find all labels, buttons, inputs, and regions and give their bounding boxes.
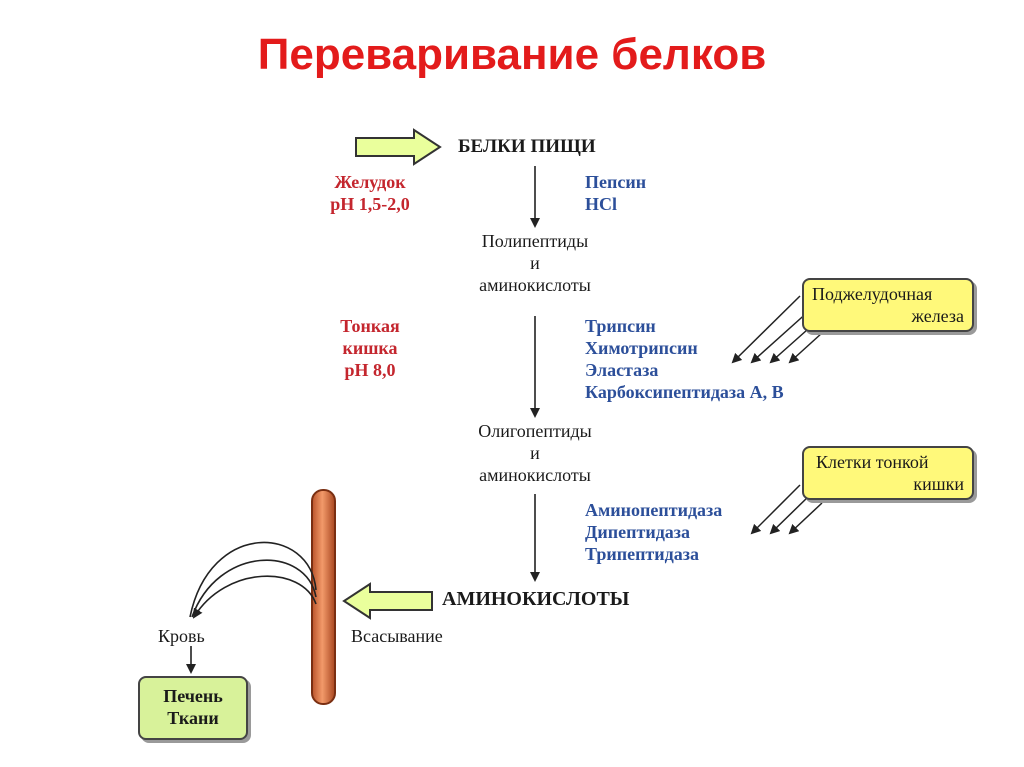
node-polypeptides-line-2: и	[530, 253, 540, 273]
node-oligopeptides-line-3: аминокислоты	[479, 465, 591, 485]
input-arrow	[355, 128, 442, 166]
absorption-arrow	[342, 582, 433, 620]
intestinal-cells-label-2: кишки	[913, 474, 964, 494]
absorption-label: Всасывание	[351, 626, 443, 646]
destination-tissues: Ткани	[167, 708, 219, 728]
enzyme-dipeptidase: Дипептидаза	[585, 522, 691, 542]
pancreatic-enzymes: Трипсин Химотрипсин Эластаза Карбоксипеп…	[585, 315, 784, 403]
enzyme-elastase: Эластаза	[585, 360, 659, 380]
intestinal-cells-label-1: Клетки тонкой	[816, 452, 929, 472]
pancreas-label-1: Поджелудочная	[812, 284, 933, 304]
destination-box: Печень Ткани	[138, 676, 248, 740]
stomach-label: Желудок	[334, 172, 406, 192]
enzyme-tripeptidase: Трипептидаза	[585, 544, 699, 564]
small-intestine-location: Тонкая кишка pH 8,0	[300, 315, 440, 381]
transport-arcs	[189, 541, 317, 619]
node-oligopeptides: Олигопептиды и аминокислоты	[455, 420, 615, 486]
destination-liver: Печень	[163, 686, 223, 706]
page-title: Переваривание белков	[257, 30, 767, 79]
small-intestine-ph: pH 8,0	[344, 360, 396, 380]
node-food-proteins: БЕЛКИ ПИЩИ	[458, 136, 596, 157]
stomach-agents: Пепсин HCl	[585, 171, 646, 215]
pancreas-label-2: железа	[911, 306, 964, 326]
agent-hcl: HCl	[585, 194, 618, 214]
intestinal-cells-box: Клетки тонкой кишки	[802, 446, 974, 500]
node-polypeptides-line-1: Полипептиды	[481, 231, 589, 251]
small-intestine-label-2: кишка	[342, 338, 398, 358]
stomach-location: Желудок pH 1,5-2,0	[300, 171, 440, 215]
stomach-ph: pH 1,5-2,0	[330, 194, 410, 214]
pancreas-box: Поджелудочная железа	[802, 278, 974, 332]
enzyme-trypsin: Трипсин	[585, 316, 656, 336]
node-oligopeptides-line-2: и	[530, 443, 540, 463]
enzyme-chymotrypsin: Химотрипсин	[585, 338, 698, 358]
intestinal-enzymes: Аминопептидаза Дипептидаза Трипептидаза	[585, 499, 722, 565]
intestinal-cells-arrows	[750, 484, 823, 535]
enzyme-aminopeptidase: Аминопептидаза	[585, 500, 723, 520]
node-polypeptides: Полипептиды и аминокислоты	[455, 230, 615, 296]
agent-pepsin: Пепсин	[585, 172, 647, 192]
node-amino-acids: АМИНОКИСЛОТЫ	[442, 588, 630, 610]
node-oligopeptides-line-1: Олигопептиды	[478, 421, 592, 441]
enzyme-carboxypeptidase: Карбоксипептидаза А, В	[585, 382, 784, 402]
blood-label: Кровь	[158, 626, 205, 646]
pancreas-arrows	[731, 295, 823, 364]
small-intestine-label-1: Тонкая	[340, 316, 400, 336]
node-polypeptides-line-3: аминокислоты	[479, 275, 591, 295]
